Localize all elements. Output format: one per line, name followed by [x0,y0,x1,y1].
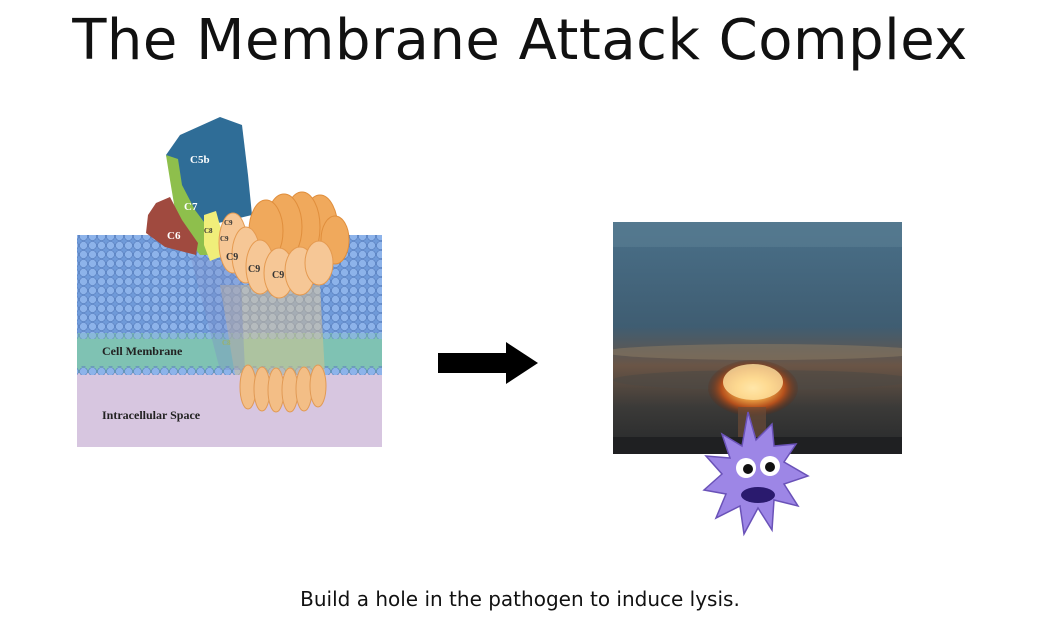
right-arrow-icon [438,342,538,384]
label-c9-5: C9 [272,270,284,281]
slide-caption: Build a hole in the pathogen to induce l… [300,587,740,611]
pathogen-cartoon [702,411,810,537]
label-c8-lower: C8 [222,339,231,347]
label-c9-1: C9 [224,219,233,227]
c9-lower-lobes [239,364,327,413]
c9-front [218,212,334,299]
label-c6: C6 [167,230,181,242]
c6-subunit [146,197,198,255]
c8-subunit [204,211,222,261]
label-c7: C7 [184,201,198,213]
mac-diagram: C5b C7 C6 C8 C9 C9 C9 C9 C9 C8 Cell Memb… [77,117,382,447]
slide-title: The Membrane Attack Complex [72,8,968,73]
pore-channel [220,285,325,375]
membrane-inner-row [77,366,382,375]
explosion-photo [613,222,902,454]
intracellular-region [77,373,382,447]
pathogen-mouth [741,487,775,503]
label-c5b: C5b [190,154,210,166]
label-c8: C8 [204,227,213,235]
label-cell-membrane: Cell Membrane [102,344,183,358]
label-c9-4: C9 [248,264,260,275]
label-c9-3: C9 [226,252,238,263]
label-intracellular-space: Intracellular Space [102,408,201,422]
label-c9-2: C9 [220,235,229,243]
